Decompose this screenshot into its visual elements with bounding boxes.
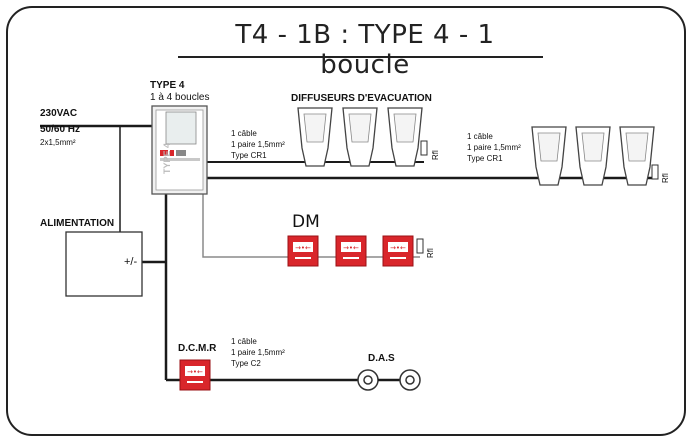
manual-call-point-icon — [335, 235, 367, 267]
dcmr-label: D.C.M.R — [178, 343, 217, 354]
diffusers-title: DIFFUSEURS D'EVACUATION — [291, 93, 432, 104]
diffuser-icon — [619, 126, 655, 186]
central-face-label: TYPE 4 — [162, 142, 172, 174]
alimentation-terminal: +/- — [124, 256, 138, 268]
cable-spec-2-line2: 1 paire 1,5mm² — [467, 143, 521, 152]
diffuser-icon — [387, 107, 423, 167]
cable-spec-2-line1: 1 câble — [467, 132, 493, 141]
alimentation-box — [65, 231, 143, 297]
cable-spec-3-line2: 1 paire 1,5mm² — [231, 348, 285, 357]
cable-spec-1-line3: Type CR1 — [231, 151, 267, 160]
manual-call-point-icon — [382, 235, 414, 267]
cable-spec-3-line3: Type C2 — [231, 359, 261, 368]
manual-call-point-icon — [287, 235, 319, 267]
diffuser-icon — [297, 107, 333, 167]
resistor-label: Rfl — [426, 248, 435, 258]
central-unit-icon — [151, 105, 208, 195]
dm-label: DM — [292, 212, 320, 232]
das-device-icon — [399, 369, 421, 391]
power-frequency: 50/60 Hz — [40, 124, 81, 135]
cable-spec-3-line1: 1 câble — [231, 337, 257, 346]
resistor-icon — [416, 238, 424, 254]
diffuser-icon — [575, 126, 611, 186]
cable-spec-2-line3: Type CR1 — [467, 154, 503, 163]
diffuser-icon — [531, 126, 567, 186]
dcmr-call-point-icon — [179, 359, 211, 391]
resistor-icon — [651, 164, 659, 180]
diagram-title: T4 - 1B : TYPE 4 - 1 boucle — [235, 20, 495, 80]
cable-spec-1-line1: 1 câble — [231, 129, 257, 138]
central-loops-label: 1 à 4 boucles — [150, 92, 210, 103]
wiring-diagram: →•← — [40, 105, 659, 391]
resistor-icon — [420, 140, 428, 156]
resistor-label: Rfl — [661, 173, 670, 183]
diffuser-icon — [342, 107, 378, 167]
das-device-icon — [357, 369, 379, 391]
title-underline — [178, 56, 543, 58]
das-label: D.A.S — [368, 353, 395, 364]
cable-spec-1-line2: 1 paire 1,5mm² — [231, 140, 285, 149]
power-cable: 2x1,5mm² — [40, 138, 76, 147]
alimentation-label: ALIMENTATION — [40, 218, 115, 229]
central-type-label: TYPE 4 — [150, 80, 185, 91]
resistor-label: Rfl — [431, 150, 440, 160]
power-voltage: 230VAC — [40, 108, 78, 119]
